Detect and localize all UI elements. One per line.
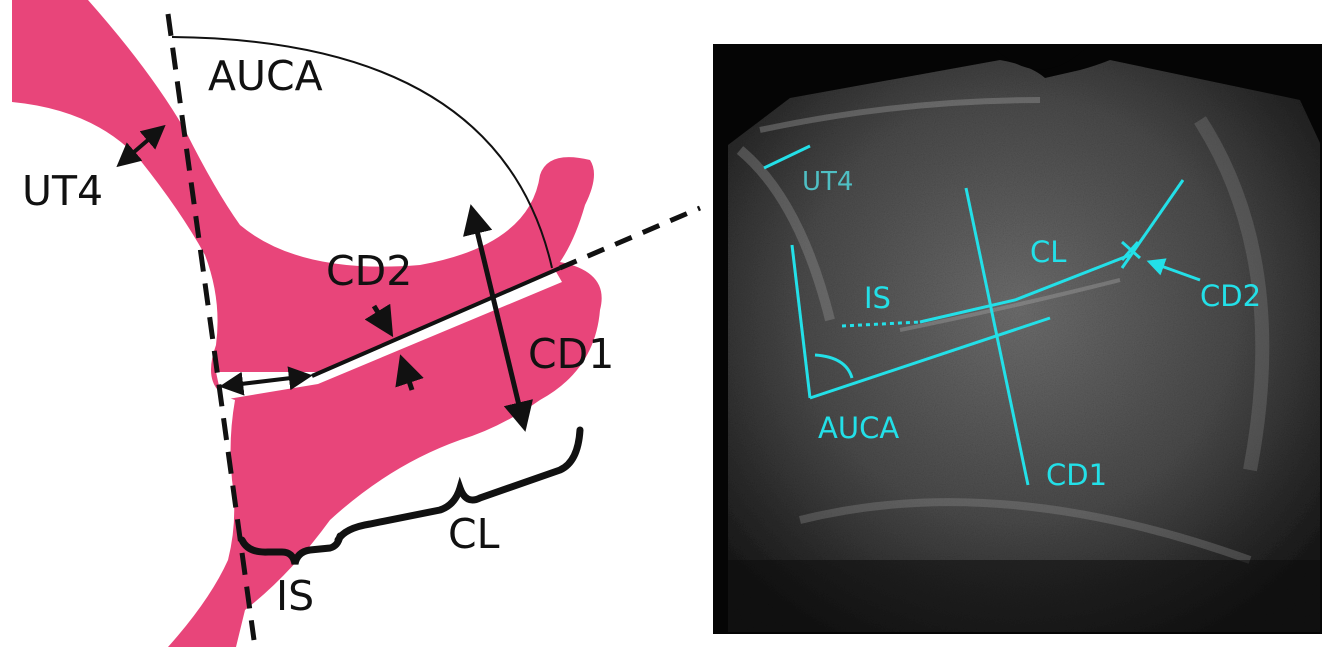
schematic-label-auca: AUCA bbox=[208, 52, 323, 100]
schematic-label-ut4: UT4 bbox=[22, 167, 103, 215]
us-label-cd1: CD1 bbox=[1046, 458, 1107, 492]
schematic-label-cd1: CD1 bbox=[528, 330, 614, 378]
schematic-panel: AUCA UT4 CD2 CD1 CL IS bbox=[12, 0, 700, 647]
us-label-is: IS bbox=[864, 281, 891, 315]
us-label-ut4: UT4 bbox=[802, 167, 853, 197]
ultrasound-panel: UT4 CL IS CD2 AUCA CD1 bbox=[713, 44, 1322, 635]
schematic-label-is: IS bbox=[276, 572, 314, 620]
us-label-auca: AUCA bbox=[818, 411, 899, 445]
us-label-cl: CL bbox=[1030, 235, 1066, 269]
schematic-label-cl: CL bbox=[448, 510, 500, 558]
schematic-label-cd2: CD2 bbox=[326, 247, 412, 295]
us-label-cd2: CD2 bbox=[1200, 279, 1261, 313]
